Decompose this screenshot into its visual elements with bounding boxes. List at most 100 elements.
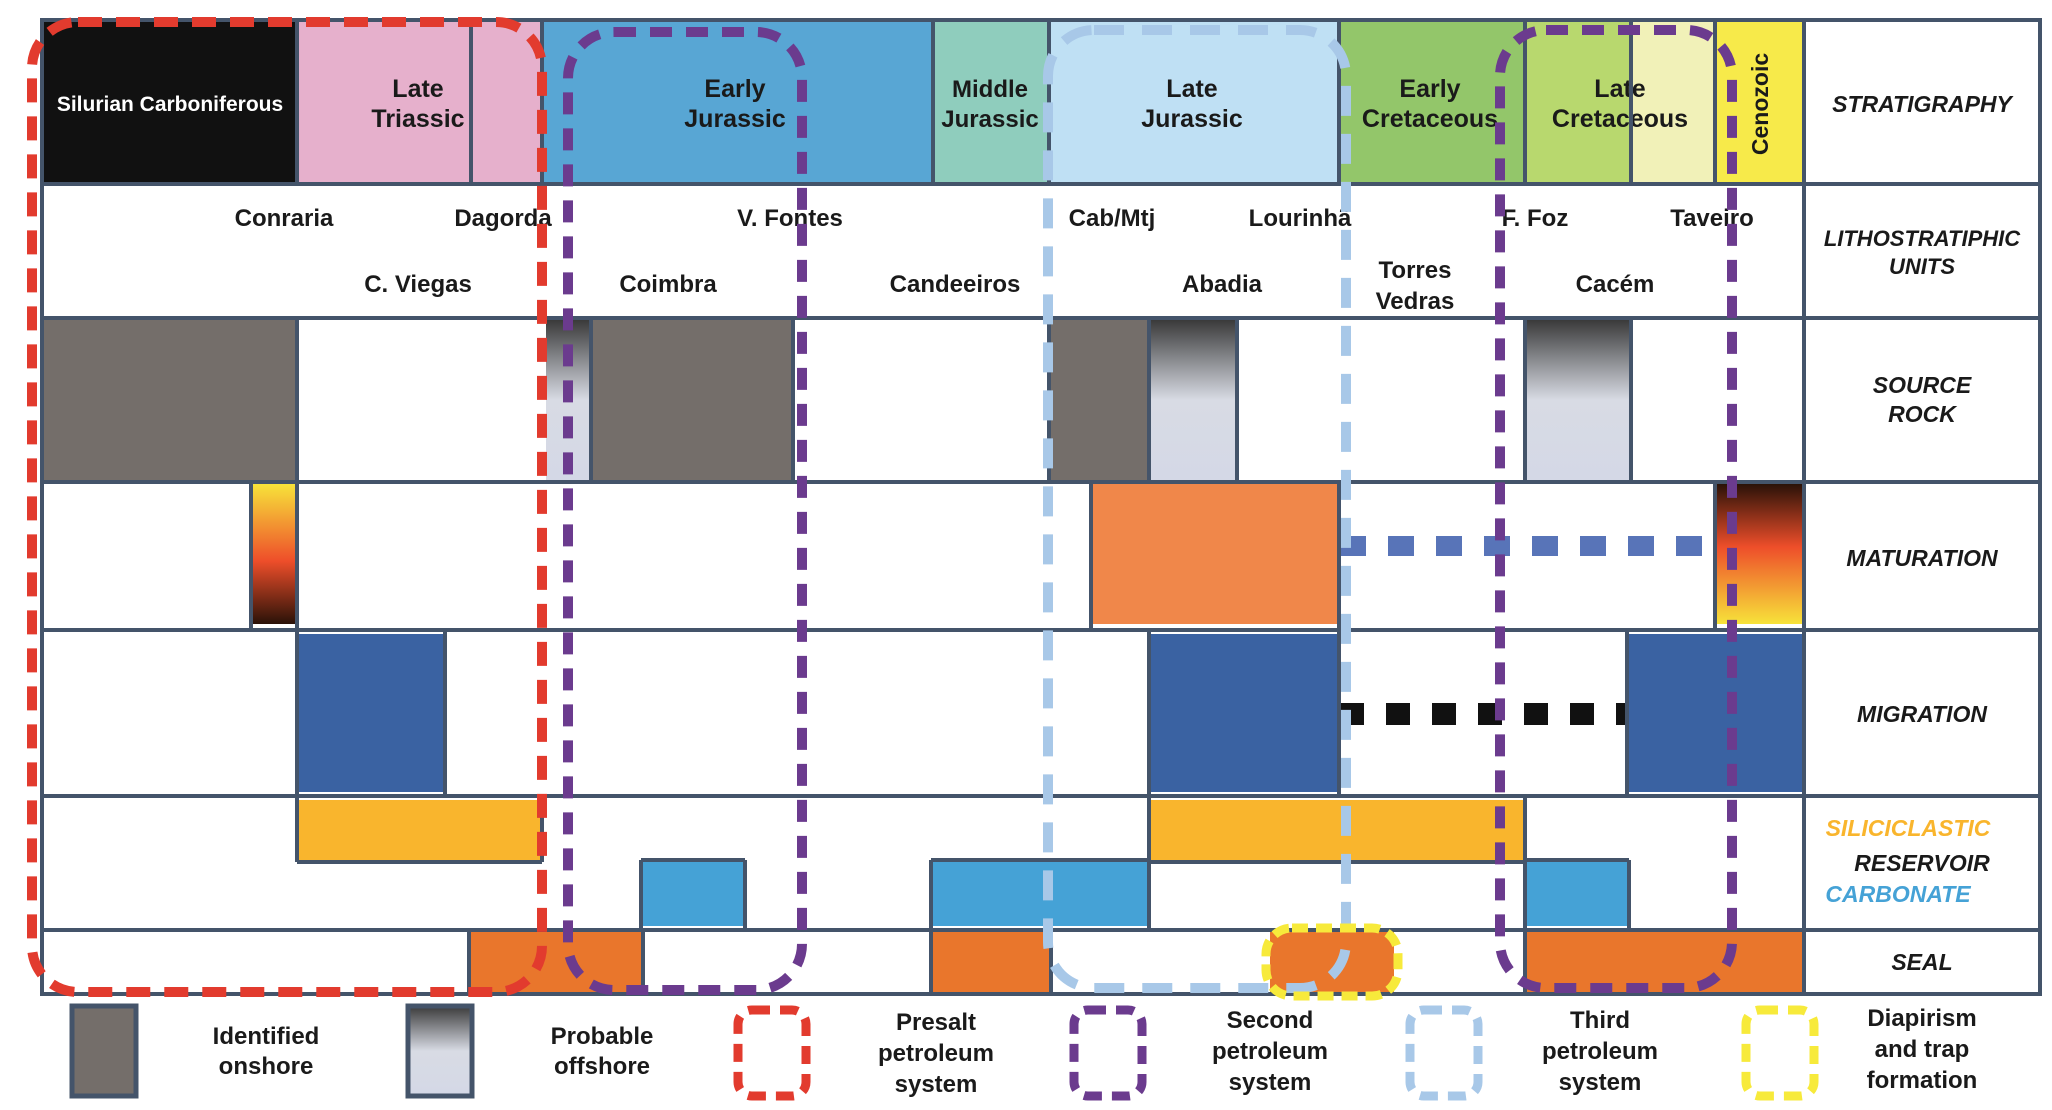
legend-probable-swatch [405,1003,475,1099]
cenozoic-label: Cenozoic [1747,53,1773,155]
unit-cab-mtj: Cab/Mtj [1069,205,1156,232]
legend-third-label-3: system [1559,1069,1642,1096]
source-rock-row [44,320,1630,480]
late-cretaceous-label-2: Cretaceous [1552,105,1688,133]
source-identified-early-jurassic [592,320,792,480]
row-label-reservoir: RESERVOIR [1854,850,1990,876]
legend-identified-label-1: Identified [213,1023,320,1050]
row-label-source-1: SOURCE [1873,372,1972,398]
row-label-siliciclastic: SILICICLASTIC [1826,815,1991,841]
litho-units-row: Conraria Dagorda V. Fontes Cab/Mtj Louri… [235,205,1754,315]
late-cretaceous-cell-a [1526,22,1632,182]
row-label-litho-2: UNITS [1889,254,1955,279]
legend-second-label-3: system [1229,1069,1312,1096]
reservoir-row [298,800,1628,926]
unit-torres-vedras-2: Vedras [1376,288,1455,315]
legend-presalt-swatch [733,1005,811,1101]
legend-probable-label-2: offshore [554,1053,650,1080]
unit-dagorda: Dagorda [454,205,552,232]
legend-identified-label-2: onshore [219,1053,314,1080]
reservoir-siliciclastic-triassic [298,800,542,860]
early-cretaceous-label-2: Cretaceous [1362,105,1498,133]
legend-second-label-2: petroleum [1212,1038,1328,1065]
migration-row [298,634,1802,792]
row-label-seal: SEAL [1891,949,1952,975]
diapirism-outline [1261,923,1403,1001]
late-jurassic-label-1: Late [1166,75,1218,103]
legend-third-swatch [1405,1005,1483,1101]
reservoir-siliciclastic-jurassic [1150,800,1524,860]
maturation-row [252,484,1802,624]
source-probable-late-jurassic [1150,320,1236,480]
source-probable-late-cretaceous [1526,320,1630,480]
late-cretaceous-cell-b [1632,22,1714,182]
maturation-orange-late-jurassic [1092,484,1338,624]
row-label-litho-1: LITHOSTRATIPHIC [1824,226,2021,251]
seal-triassic-jurassic [470,932,642,992]
legend-identified-swatch [69,1003,139,1099]
source-identified-silurian [44,320,296,480]
row-label-maturation: MATURATION [1846,545,1998,571]
legend-diapirism-label-2: and trap [1875,1036,1970,1063]
late-jurassic-label-2: Jurassic [1141,105,1243,133]
source-identified-late-jurassic [1050,320,1148,480]
middle-jurassic-label-1: Middle [952,76,1028,103]
unit-conraria: Conraria [235,205,334,232]
reservoir-carbonate-middle-jurassic [932,862,1148,926]
middle-jurassic-label-2: Jurassic [941,106,1038,133]
presalt-system-outline [27,17,547,997]
seal-row [470,932,1802,992]
third-system-outline [1043,25,1351,993]
early-jurassic-label-1: Early [704,75,765,103]
legend-presalt-label-2: petroleum [878,1040,994,1067]
legend-third-label-2: petroleum [1542,1038,1658,1065]
unit-cacem: Cacém [1576,271,1655,298]
seal-diapir [1270,932,1394,992]
unit-taveiro: Taveiro [1670,205,1754,232]
legend-diapirism-label-3: formation [1867,1067,1978,1094]
reservoir-carbonate-late-cretaceous [1526,862,1628,926]
unit-abadia: Abadia [1182,271,1263,298]
unit-lourinha: Lourinhã [1249,205,1352,232]
late-triassic-cell [298,22,470,182]
legend-third-label-1: Third [1570,1007,1630,1034]
late-triassic-cell-2 [472,22,542,182]
early-cretaceous-label-1: Early [1399,75,1460,103]
maturation-gradient-carboniferous [252,484,296,624]
row-label-carbonate: CARBONATE [1825,881,1971,907]
migration-late-cretaceous [1628,634,1802,792]
early-jurassic-cell [542,22,932,182]
silurian-carboniferous-label: Silurian Carboniferous [57,93,283,116]
seal-middle-jurassic [932,932,1050,992]
row-label-source-2: ROCK [1888,401,1957,427]
legend-diapirism-swatch [1741,1005,1819,1101]
legend-presalt-label-1: Presalt [896,1009,976,1036]
legend-presalt-label-3: system [895,1071,978,1098]
early-cretaceous-cell [1340,22,1524,182]
migration-late-jurassic [1150,634,1338,792]
unit-coimbra: Coimbra [619,271,717,298]
middle-jurassic-cell [934,22,1048,182]
seal-late-cretaceous [1526,932,1802,992]
late-cretaceous-label-1: Late [1594,75,1646,103]
unit-v-fontes: V. Fontes [737,205,843,232]
late-triassic-label-2: Triassic [371,105,464,133]
migration-triassic [298,634,444,792]
late-triassic-label-1: Late [392,75,444,103]
